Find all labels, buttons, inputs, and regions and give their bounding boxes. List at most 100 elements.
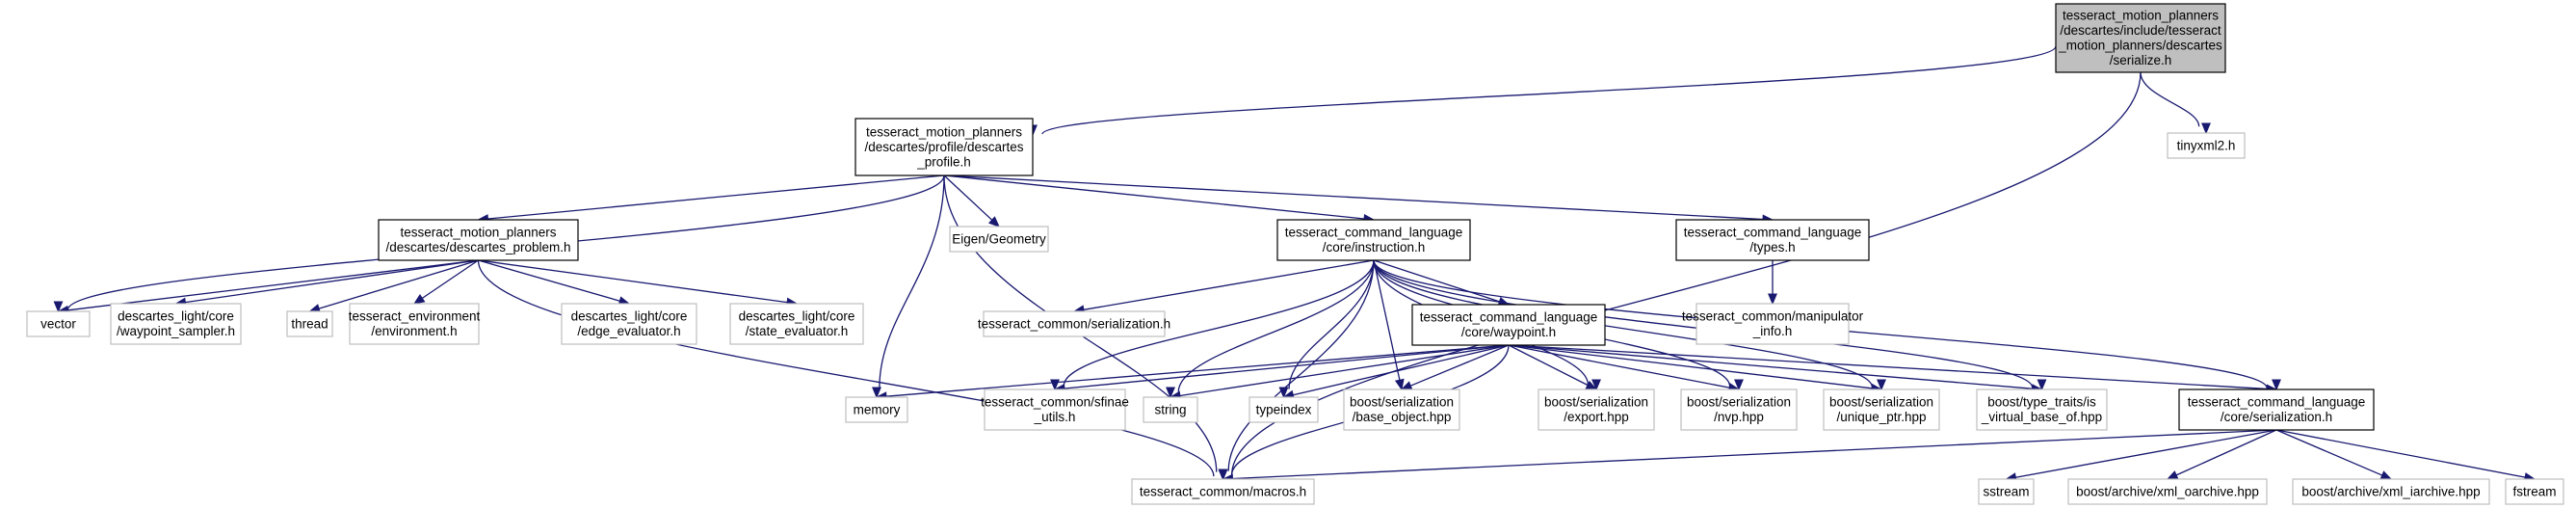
node-label-tc_serialization-line-0: tesseract_common/serialization.h xyxy=(978,316,1170,331)
node-box-tc_serialization xyxy=(983,310,1166,337)
node-label-cl_serialization-line-0: tesseract_command_language xyxy=(2188,395,2366,410)
node-label-manipulator_info-line-1: _info.h xyxy=(1752,324,1793,338)
edge-instruction-to-unique_ptr xyxy=(1373,259,1873,388)
node-box-root xyxy=(2055,3,2226,73)
node-label-is_virtual-line-0: boost/type_traits/is xyxy=(1987,395,2096,410)
edge-instruction-to-typeindex xyxy=(1288,259,1375,389)
edge-problem-to-state_evaluator xyxy=(478,259,788,304)
node-label-unique_ptr-line-1: /unique_ptr.hpp xyxy=(1836,410,1926,424)
node-label-profile-line-1: /descartes/profile/descartes xyxy=(864,140,1023,154)
arrowhead-profile-to-vector xyxy=(53,301,64,313)
arrowhead-instruction-to-string xyxy=(1166,387,1175,399)
edge-cl_serialization-to-xml_oarchive xyxy=(2175,429,2277,476)
node-xml_oarchive: boost/archive/xml_oarchive.hpp xyxy=(2067,478,2268,505)
arrowhead-profile-to-eigen xyxy=(987,216,1000,228)
node-memory: memory xyxy=(845,396,908,423)
node-box-sfinae xyxy=(984,388,1126,431)
node-box-fstream xyxy=(2505,478,2564,505)
edge-waypoint-to-string xyxy=(1179,344,1510,397)
node-profile[interactable]: tesseract_motion_planners/descartes/prof… xyxy=(854,118,1034,176)
edge-root-to-profile xyxy=(1041,45,2057,135)
edge-problem-to-vector xyxy=(67,259,479,311)
edge-cl_serialization-to-xml_iarchive xyxy=(2275,429,2383,476)
edge-waypoint-to-sfinae xyxy=(1064,344,1510,389)
edge-problem-to-thread xyxy=(318,259,479,309)
node-box-manipulator_info xyxy=(1695,303,1850,345)
arrowhead-instruction-to-export xyxy=(1591,379,1601,391)
edge-waypoint-to-typeindex xyxy=(1293,344,1510,396)
edge-waypoint-to-unique_ptr xyxy=(1508,344,1873,389)
arrowhead-instruction-to-cl_serialization xyxy=(2272,379,2281,391)
node-box-thread xyxy=(286,310,333,337)
edge-profile-to-memory xyxy=(879,174,945,388)
node-root[interactable]: tesseract_motion_planners/descartes/incl… xyxy=(2055,3,2226,73)
node-box-eigen xyxy=(949,226,1049,253)
node-label-manipulator_info-line-0: tesseract_common/manipulator xyxy=(1682,309,1864,324)
edge-instruction-to-sfinae xyxy=(1063,259,1375,387)
node-problem[interactable]: tesseract_motion_planners/descartes/desc… xyxy=(378,219,579,261)
node-fstream: fstream xyxy=(2505,478,2564,505)
nodes-layer: tesseract_motion_planners/descartes/incl… xyxy=(26,3,2564,505)
node-label-profile-line-2: _profile.h xyxy=(916,154,971,169)
node-label-sstream-line-0: sstream xyxy=(1983,484,2029,498)
arrowhead-instruction-to-nvp xyxy=(1734,379,1744,391)
node-label-is_virtual-line-1: _virtual_base_of.hpp xyxy=(1981,410,2102,424)
edge-profile-to-types xyxy=(943,174,1764,221)
arrowhead-cl_serialization-to-xml_iarchive xyxy=(2379,470,2393,480)
arrowhead-instruction-to-unique_ptr xyxy=(1877,379,1886,391)
edge-profile-to-problem xyxy=(487,174,945,220)
node-box-sstream xyxy=(1978,478,2035,505)
node-label-state_evaluator-line-0: descartes_light/core xyxy=(739,309,855,324)
edge-instruction-to-tc_serialization xyxy=(1083,259,1375,310)
node-box-problem xyxy=(378,219,579,261)
node-export: boost/serialization/export.hpp xyxy=(1538,388,1655,431)
edge-instruction-to-base_object xyxy=(1373,259,1401,381)
node-label-edge_evaluator-line-1: /edge_evaluator.h xyxy=(577,324,680,338)
node-tinyxml2: tinyxml2.h xyxy=(2167,132,2246,159)
node-label-instruction-line-0: tesseract_command_language xyxy=(1285,226,1463,240)
edge-problem-to-waypoint_sampler xyxy=(185,259,479,304)
node-label-xml_oarchive-line-0: boost/archive/xml_oarchive.hpp xyxy=(2076,484,2259,498)
node-label-eigen-line-0: Eigen/Geometry xyxy=(952,231,1046,246)
node-label-waypoint_sampler-line-0: descartes_light/core xyxy=(118,309,234,324)
edge-waypoint-to-nvp xyxy=(1508,344,1730,388)
edge-cl_serialization-to-macros xyxy=(1232,429,2277,480)
node-unique_ptr: boost/serialization/unique_ptr.hpp xyxy=(1823,388,1940,431)
node-typeindex: typeindex xyxy=(1249,396,1319,423)
node-label-waypoint-line-1: /core/waypoint.h xyxy=(1461,325,1556,339)
node-box-string xyxy=(1143,396,1198,423)
edge-profile-to-eigen xyxy=(943,174,993,221)
node-box-is_virtual xyxy=(1976,388,2108,431)
edge-problem-to-macros xyxy=(477,259,1215,477)
node-instruction[interactable]: tesseract_command_language/core/instruct… xyxy=(1276,219,1471,261)
arrowhead-problem-to-environment xyxy=(412,294,426,305)
edge-root-to-tinyxml2 xyxy=(2140,71,2200,127)
node-label-sfinae-line-1: _utils.h xyxy=(1034,410,1076,424)
arrowhead-root-to-tinyxml2 xyxy=(2201,122,2211,135)
node-types[interactable]: tesseract_command_language/types.h xyxy=(1675,219,1870,261)
node-box-memory xyxy=(845,396,908,423)
edge-waypoint-to-is_virtual xyxy=(1508,344,2033,389)
node-waypoint[interactable]: tesseract_command_language/core/waypoint… xyxy=(1411,304,1606,346)
node-box-tinyxml2 xyxy=(2167,132,2246,159)
node-label-environment-line-1: /environment.h xyxy=(371,324,457,338)
node-box-typeindex xyxy=(1249,396,1319,423)
edge-profile-to-instruction xyxy=(943,174,1365,220)
node-box-state_evaluator xyxy=(729,303,864,345)
node-label-nvp-line-0: boost/serialization xyxy=(1687,395,1791,410)
node-box-base_object xyxy=(1343,388,1460,431)
node-label-nvp-line-1: /nvp.hpp xyxy=(1714,410,1764,424)
node-label-environment-line-0: tesseract_environment xyxy=(349,309,481,324)
node-label-root-line-0: tesseract_motion_planners xyxy=(2063,9,2219,23)
node-box-nvp xyxy=(1680,388,1798,431)
node-box-profile xyxy=(854,118,1034,176)
node-label-root-line-1: /descartes/include/tesseract xyxy=(2060,23,2221,38)
node-manipulator_info: tesseract_common/manipulator_info.h xyxy=(1682,303,1864,345)
node-label-cl_serialization-line-1: /core/serialization.h xyxy=(2221,410,2332,424)
node-cl_serialization[interactable]: tesseract_command_language/core/serializ… xyxy=(2178,388,2375,431)
node-label-waypoint_sampler-line-1: /waypoint_sampler.h xyxy=(117,324,235,338)
node-box-instruction xyxy=(1276,219,1471,261)
node-label-unique_ptr-line-0: boost/serialization xyxy=(1829,395,1933,410)
node-sfinae: tesseract_common/sfinae_utils.h xyxy=(981,388,1129,431)
